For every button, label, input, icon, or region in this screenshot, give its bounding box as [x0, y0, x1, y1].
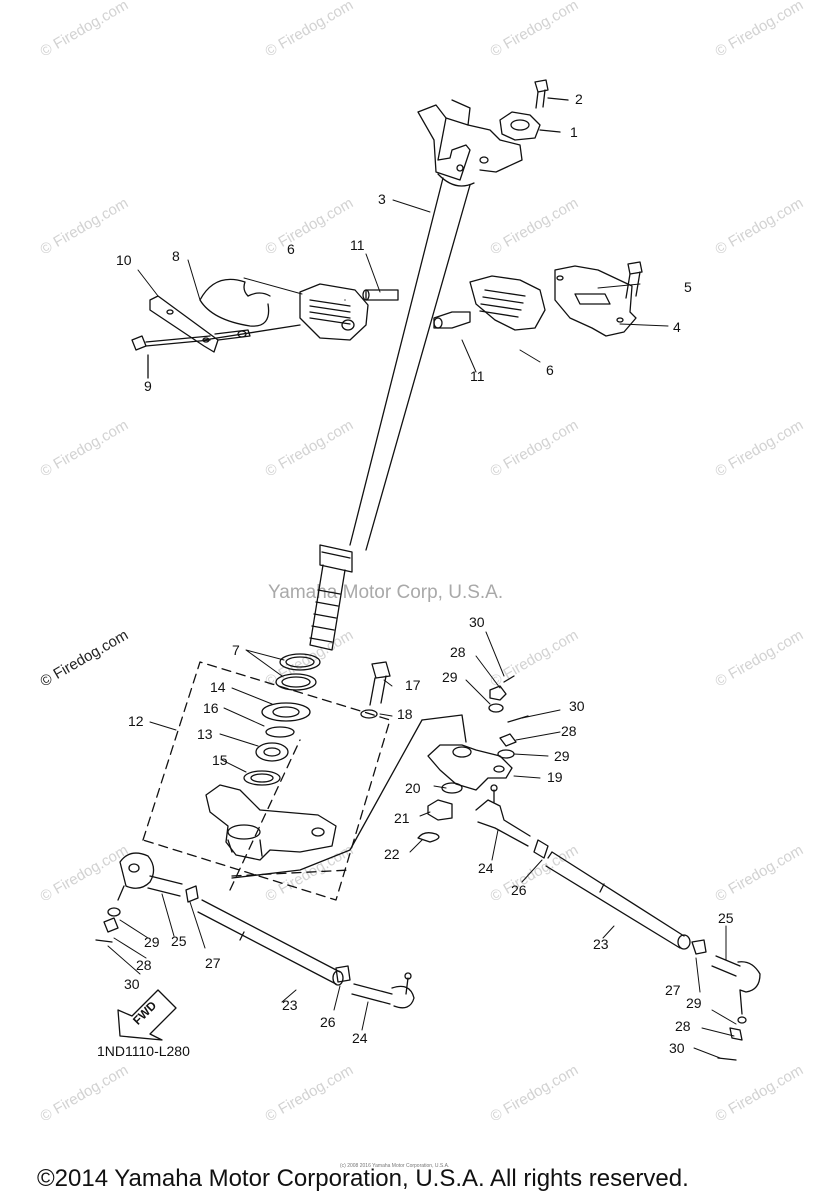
bolt-17: [360, 661, 391, 719]
callout-24: 24: [352, 1030, 368, 1046]
callout-28: 28: [561, 723, 577, 739]
callout-23: 23: [282, 997, 298, 1013]
callout-9: 9: [144, 378, 152, 394]
callout-22: 22: [384, 846, 400, 862]
right-holder-assembly: [433, 261, 643, 337]
callout-2: 2: [575, 91, 583, 107]
right-tie-rod: [475, 784, 761, 1061]
callout-29: 29: [442, 669, 458, 685]
bearing-stack: [243, 653, 321, 786]
fwd-arrow: [117, 989, 177, 1041]
callout-26: 26: [511, 882, 527, 898]
leader-lines: [107, 199, 737, 1059]
left-holder-assembly: [131, 278, 399, 379]
callout-16: 16: [203, 700, 219, 716]
callout-18: 18: [397, 706, 413, 722]
callout-7: 7: [232, 642, 240, 658]
callout-6: 6: [546, 362, 554, 378]
callout-30: 30: [124, 976, 140, 992]
callout-24: 24: [478, 860, 494, 876]
callout-28: 28: [136, 957, 152, 973]
callout-28: 28: [675, 1018, 691, 1034]
callout-5: 5: [684, 279, 692, 295]
callout-11: 11: [350, 237, 365, 253]
callout-3: 3: [378, 191, 386, 207]
steering-shaft: [309, 99, 523, 651]
callout-23: 23: [593, 936, 609, 952]
callout-25: 25: [171, 933, 187, 949]
callout-26: 26: [320, 1014, 336, 1030]
callout-25: 25: [718, 910, 734, 926]
callout-6: 6: [287, 241, 295, 257]
callout-29: 29: [686, 995, 702, 1011]
callout-1: 1: [570, 124, 578, 140]
callout-28: 28: [450, 644, 466, 660]
left-tie-rod: [95, 852, 415, 1009]
copyright-small: (c) 2008 2016 Yamaha Motor Corporation, …: [340, 1163, 450, 1169]
diagram-code: 1ND1110-L280: [97, 1043, 190, 1059]
callout-13: 13: [197, 726, 213, 742]
callout-19: 19: [547, 769, 563, 785]
callout-8: 8: [172, 248, 180, 264]
clamp-part-1: [499, 111, 561, 141]
center-watermark: Yamaha Motor Corp, U.S.A.: [268, 582, 504, 603]
callout-30: 30: [469, 614, 485, 630]
copyright-notice: ©2014 Yamaha Motor Corporation, U.S.A. A…: [37, 1165, 689, 1192]
pitman-arm-group-box: [142, 661, 391, 901]
callout-27: 27: [665, 982, 681, 998]
bolt-part-2: [534, 79, 569, 109]
callout-10: 10: [116, 252, 132, 268]
callout-14: 14: [210, 679, 226, 695]
callout-30: 30: [669, 1040, 685, 1056]
callout-15: 15: [212, 752, 228, 768]
callout-27: 27: [205, 955, 221, 971]
relay-link-assembly: [231, 675, 529, 879]
callout-21: 21: [394, 810, 410, 826]
callout-30: 30: [569, 698, 585, 714]
callout-29: 29: [554, 748, 570, 764]
callout-4: 4: [673, 319, 681, 335]
callout-20: 20: [405, 780, 421, 796]
callout-17: 17: [405, 677, 421, 693]
callout-11: 11: [470, 368, 485, 384]
callout-29: 29: [144, 934, 160, 950]
callout-12: 12: [128, 713, 144, 729]
pitman-arm: [205, 784, 337, 861]
